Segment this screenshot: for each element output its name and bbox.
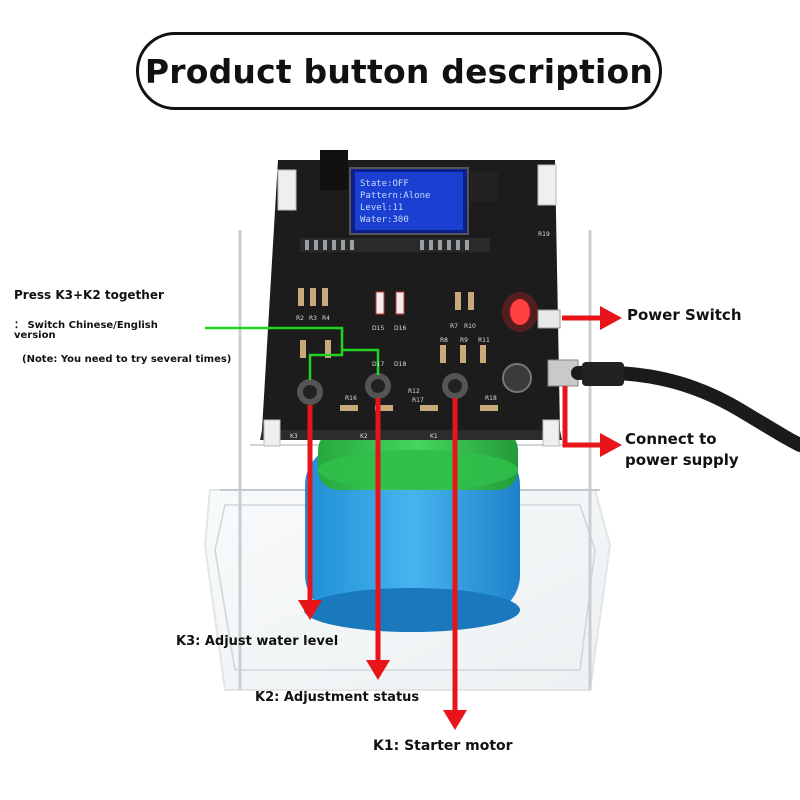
combo-highlight-line [205,326,344,380]
arrow-connect-power [562,386,622,457]
pcb-label-d16: D16 [394,325,406,332]
label-k2: K2: Adjustment status [255,690,420,705]
arrow-k2 [366,398,390,680]
pcb-label-r8: R8 [440,337,448,344]
pcb-label-d18: D18 [394,361,406,368]
label-k3: K3: Adjust water level [176,634,339,649]
oled-line-4: Water:300 [360,215,409,225]
pcb-label-r9: R9 [460,337,468,344]
title-pill: Product button description [136,32,662,110]
button-k3 [297,379,323,405]
pcb-label-r18: R18 [485,395,497,402]
pcb-label-d17: D17 [372,361,384,368]
arrow-k1 [443,398,467,730]
resistors [298,288,498,411]
button-k1 [442,373,468,399]
pcb-silkscreen: R2 R3 R4 D15 D16 D17 D18 R7 R10 R8 R9 R1… [290,231,550,440]
combo-note: (Note: You need to try several times) [22,354,232,365]
page-title: Product button description [144,51,654,91]
water-tank [304,430,520,632]
pcb-label-r10: R10 [464,323,476,330]
button-k2 [365,373,391,399]
pcb-label-r3: R3 [309,315,317,322]
label-connect-line2: power supply [625,451,739,469]
pcb-label-k1: K1 [430,433,438,440]
pcb-label-r19: R19 [538,231,550,238]
arrow-k3 [298,405,322,620]
label-power-switch: Power Switch [627,306,742,324]
pcb-label-k2: K2 [360,433,368,440]
label-connect-line1: Connect to [625,430,717,448]
pcb-label-k3: K3 [290,433,298,440]
oled-line-2: Pattern:Alone [360,191,430,201]
pcb-label-r4: R4 [322,315,330,322]
oled-line-1: State:OFF [360,179,409,189]
arrow-power-switch [562,306,622,330]
combo-title: Press K3+K2 together [14,288,164,302]
label-k1: K1: Starter motor [373,738,513,754]
pcb-label-r16: R16 [345,395,357,402]
pcb-label-r11: R11 [478,337,490,344]
oled-display: State:OFF Pattern:Alone Level:11 Water:3… [349,167,469,235]
pcb-label-r12: R12 [408,388,420,395]
pcb-label-d15: D15 [372,325,384,332]
combo-description-line2: version [14,330,56,341]
pcb-label-r7: R7 [450,323,458,330]
combo-description-text: Switch Chinese/English [27,320,158,331]
combo-highlight-line-k2 [342,348,380,375]
combo-description-prefix: ： [14,320,24,331]
oled-line-3: Level:11 [360,203,403,213]
combo-description: ： Switch Chinese/English [14,316,158,331]
pcb-label-r2: R2 [296,315,304,322]
pcb-label-r17: R17 [412,397,424,404]
